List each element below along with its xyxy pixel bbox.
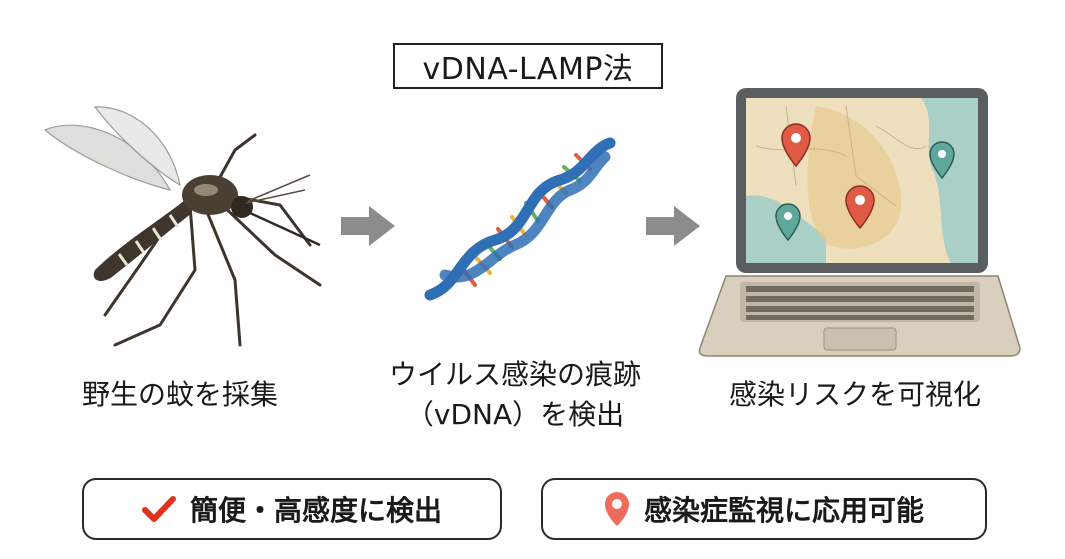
step-caption-visualize: 感染リスクを可視化 xyxy=(728,378,981,411)
map-pin-icon xyxy=(604,491,630,527)
step-caption-detect-line2: （vDNA）を検出 xyxy=(405,398,625,431)
badge-simple-sensitive: 簡便・高感度に検出 xyxy=(82,478,502,540)
badge-label: 簡便・高感度に検出 xyxy=(189,494,442,527)
arrow-right-icon xyxy=(646,206,700,246)
checkmark-icon xyxy=(141,495,176,523)
method-title: vDNA-LAMP法 xyxy=(393,43,663,89)
step-caption-detect: ウイルス感染の痕跡 （vDNA）を検出 xyxy=(365,355,665,435)
step-caption-detect-line1: ウイルス感染の痕跡 xyxy=(388,358,641,391)
dna-helix-illustration xyxy=(424,137,616,301)
step-caption-collect: 野生の蚊を採集 xyxy=(81,378,278,411)
map-pin-icon xyxy=(781,123,811,168)
badge-surveillance: 感染症監視に応用可能 xyxy=(541,478,987,540)
arrow-right-icon xyxy=(341,206,395,246)
mosquito-illustration xyxy=(43,106,322,347)
badge-label: 感染症監視に応用可能 xyxy=(643,494,924,527)
laptop-map-illustration xyxy=(698,88,1021,357)
